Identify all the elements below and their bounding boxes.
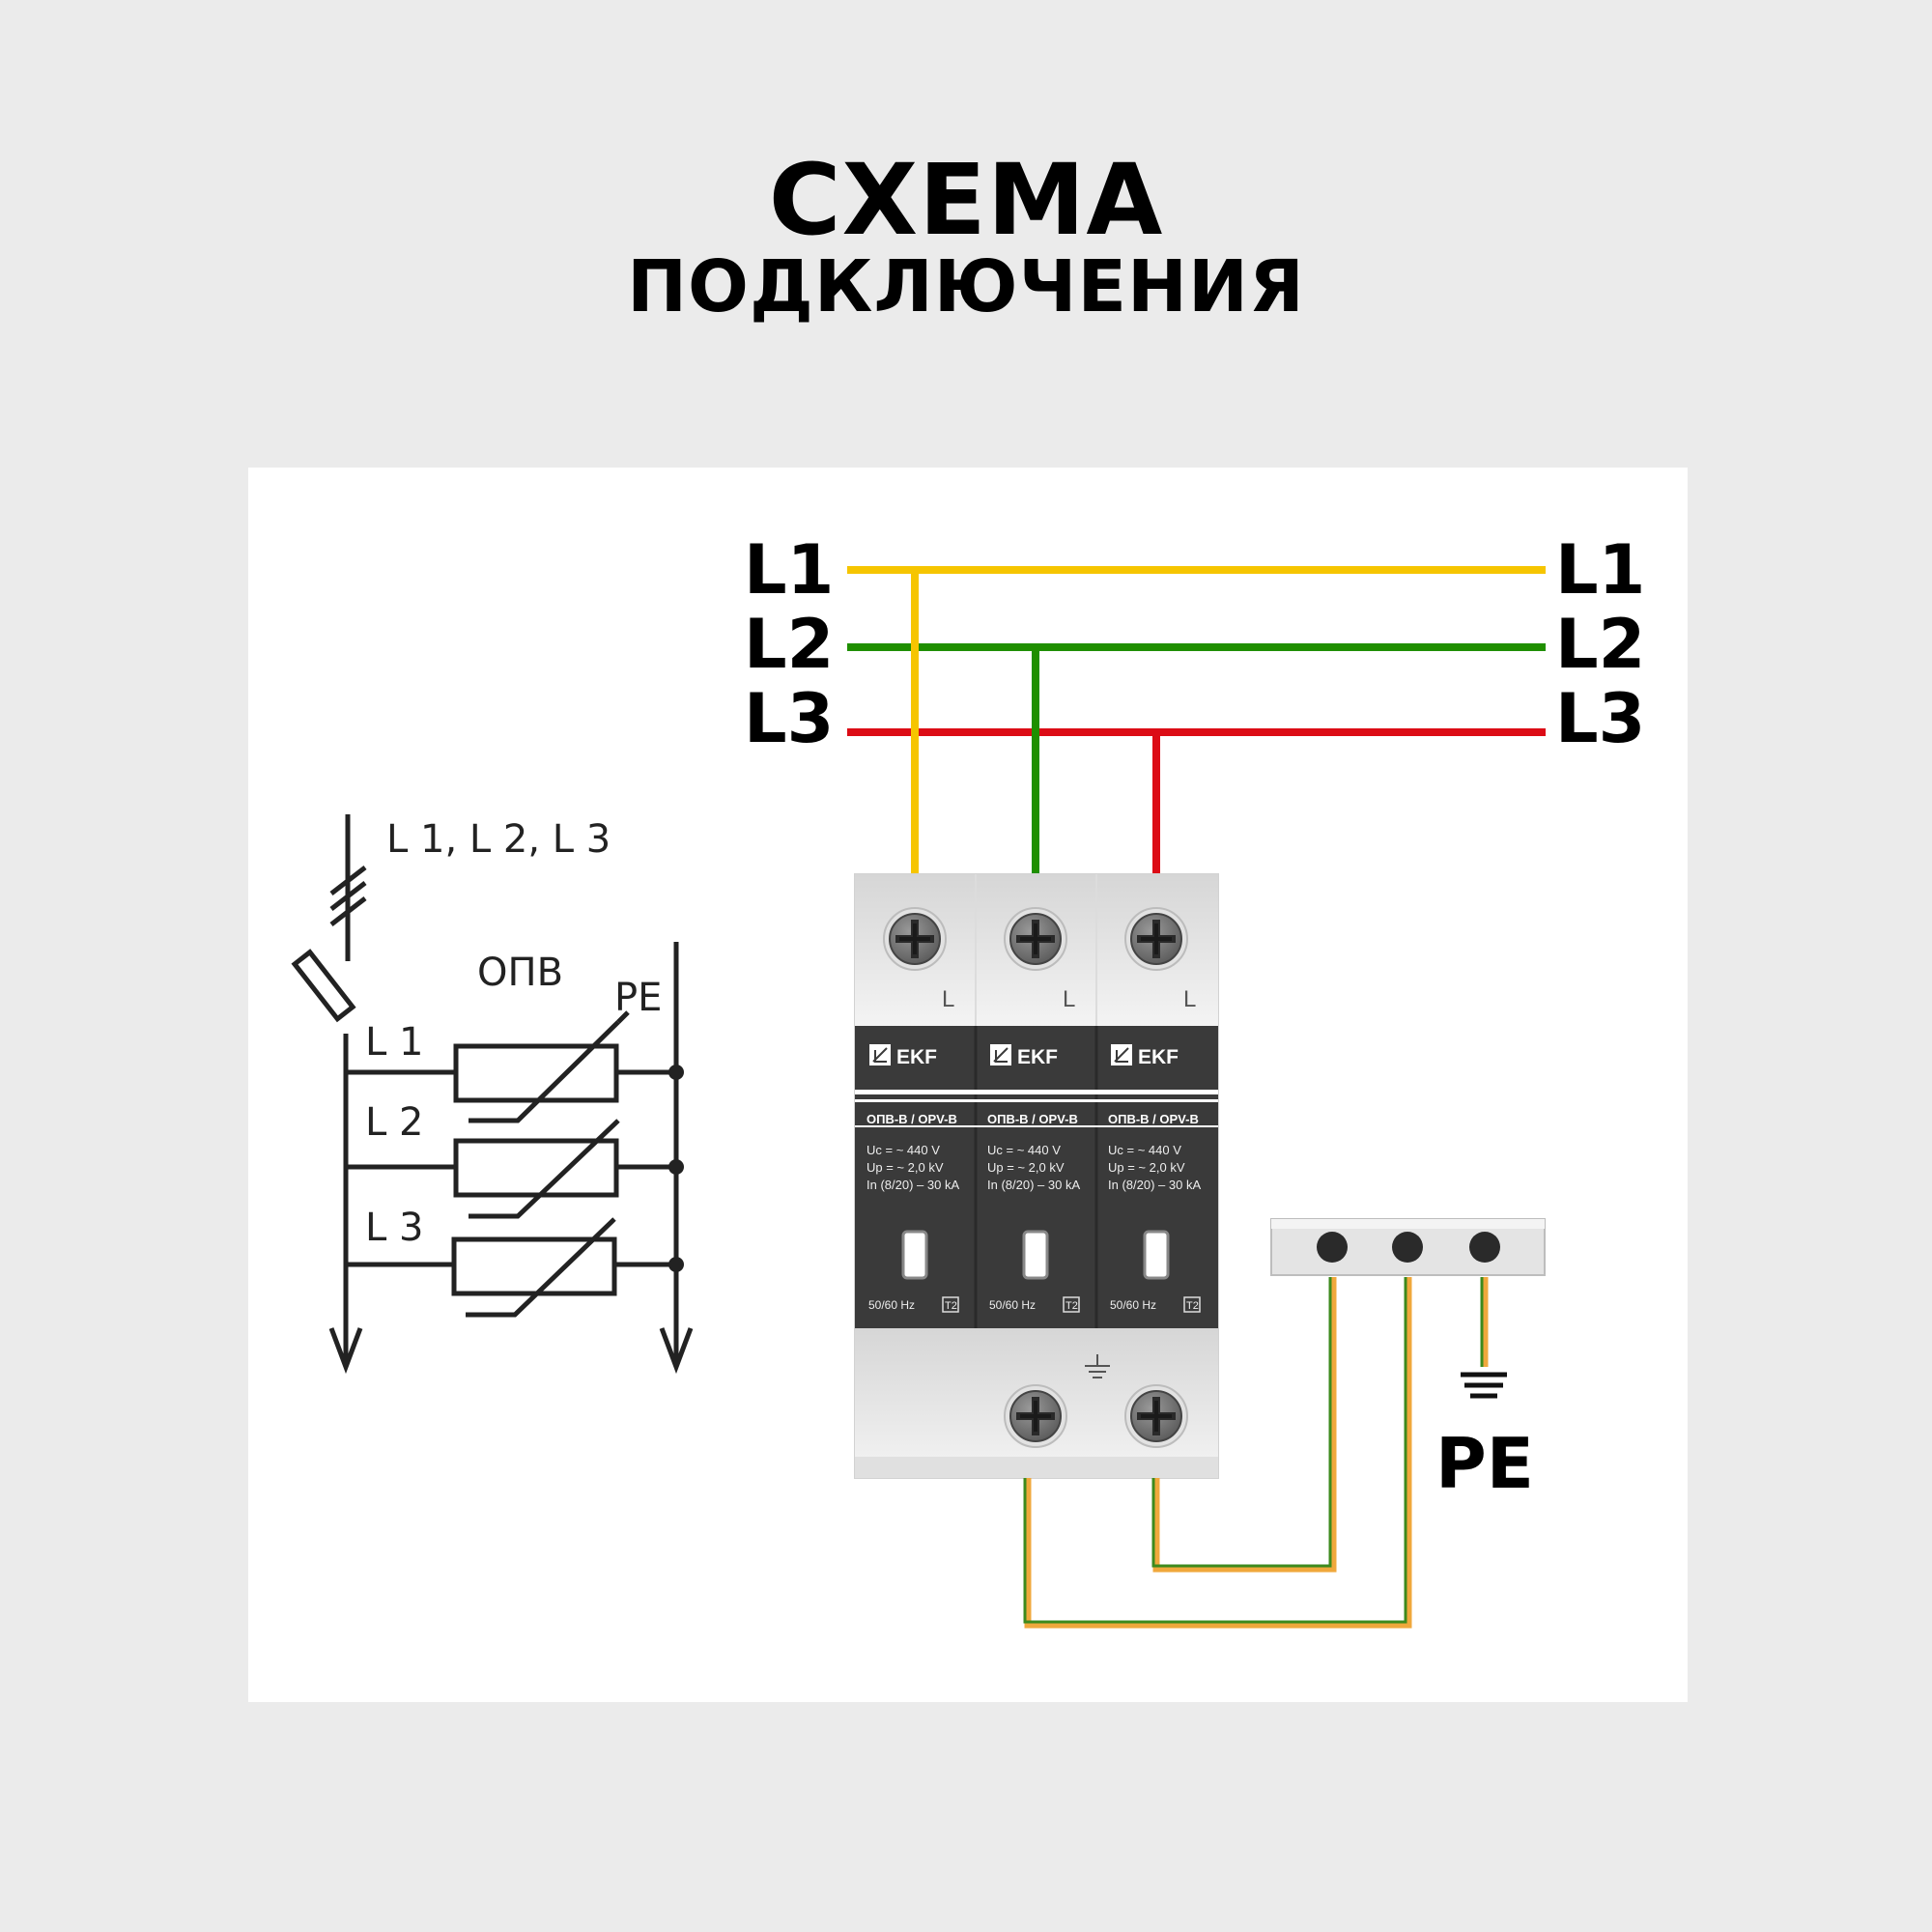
module-3-spec-uc: Uc = ~ 440 V [1108,1143,1181,1157]
module-2-spec-uc: Uc = ~ 440 V [987,1143,1061,1157]
diagram-subtitle: ПОДКЛЮЧЕНИЯ [627,245,1305,328]
module-2-spec-up: Up = ~ 2,0 kV [987,1160,1065,1175]
module-1-indicator [901,1230,928,1280]
schematic-phase-l2: L 2 [365,1100,423,1145]
module-2-freq: 50/60 Hz [989,1298,1036,1312]
schematic-phase-l3: L 3 [365,1206,423,1250]
module-3-freq: 50/60 Hz [1110,1298,1156,1312]
schematic-phase-l1: L 1 [365,1020,423,1065]
module-1-spec-uc: Uc = ~ 440 V [867,1143,940,1157]
bus-l2-left-label: L2 [744,605,834,684]
module-2-type: T2 [1065,1300,1078,1312]
module-3-model: ОПВ-В / OPV-B [1108,1112,1199,1126]
module-3-type: T2 [1186,1300,1199,1312]
module-2-model: ОПВ-В / OPV-B [987,1112,1078,1126]
device-module-2: EKF ОПВ-В / OPV-B Uc = ~ 440 V Up = ~ 2,… [987,1044,1080,1313]
module-1-freq: 50/60 Hz [868,1298,915,1312]
bus-l2-right-label: L2 [1555,605,1645,684]
bus-l1-left-label: L1 [744,530,834,610]
bottom-screw-2 [1124,1384,1188,1448]
module-1-spec-in: In (8/20) – 30 kA [867,1178,959,1192]
schematic-junctions [668,1065,684,1272]
terminal-label-2: L [1063,986,1075,1012]
top-screw-2 [1004,907,1067,971]
bus-lines: L1 L2 L3 L1 L2 L3 [744,530,1645,874]
schematic-device-label: ОПВ [477,951,563,995]
module-3-brand: EKF [1138,1046,1179,1068]
module-2-indicator [1022,1230,1049,1280]
schematic-pe-label: PE [614,976,662,1020]
module-3-indicator [1143,1230,1170,1280]
bottom-screw-1 [1004,1384,1067,1448]
device-ground-symbol [1085,1354,1110,1378]
terminal-label-1: L [942,986,954,1012]
module-2-spec-in: In (8/20) – 30 kA [987,1178,1080,1192]
pe-ground-symbol [1461,1372,1507,1399]
top-screw-3 [1124,907,1188,971]
module-2-brand: EKF [1017,1046,1058,1068]
module-3-spec-up: Up = ~ 2,0 kV [1108,1160,1185,1175]
diagram-title: СХЕМА [768,143,1164,258]
module-1-type: T2 [945,1300,957,1312]
bus-l3-left-label: L3 [744,679,834,758]
bus-l3-right-label: L3 [1555,679,1645,758]
surge-protection-device: L L L EKF ОПВ-В / OPV-B Uc = ~ 440 V Up … [854,873,1219,1479]
module-1-brand: EKF [896,1046,937,1068]
device-module-1: EKF ОПВ-В / OPV-B Uc = ~ 440 V Up = ~ 2,… [867,1044,959,1313]
bus-l1-right-label: L1 [1555,530,1645,610]
module-3-spec-in: In (8/20) – 30 kA [1108,1178,1201,1192]
schematic-lines-label: L 1, L 2, L 3 [386,817,611,862]
module-1-model: ОПВ-В / OPV-B [867,1112,957,1126]
module-1-spec-up: Up = ~ 2,0 kV [867,1160,944,1175]
pe-terminal-block [1270,1218,1546,1276]
schematic-symbol [291,814,694,1375]
terminal-label-3: L [1183,986,1196,1012]
pe-wires [1023,1277,1489,1629]
schematic-labels: L 1, L 2, L 3 ОПВ PE L 1 L 2 L 3 [365,817,662,1250]
pe-terminal-label: PE [1435,1423,1534,1504]
top-screw-1 [883,907,947,971]
device-module-3: EKF ОПВ-В / OPV-B Uc = ~ 440 V Up = ~ 2,… [1108,1044,1201,1313]
